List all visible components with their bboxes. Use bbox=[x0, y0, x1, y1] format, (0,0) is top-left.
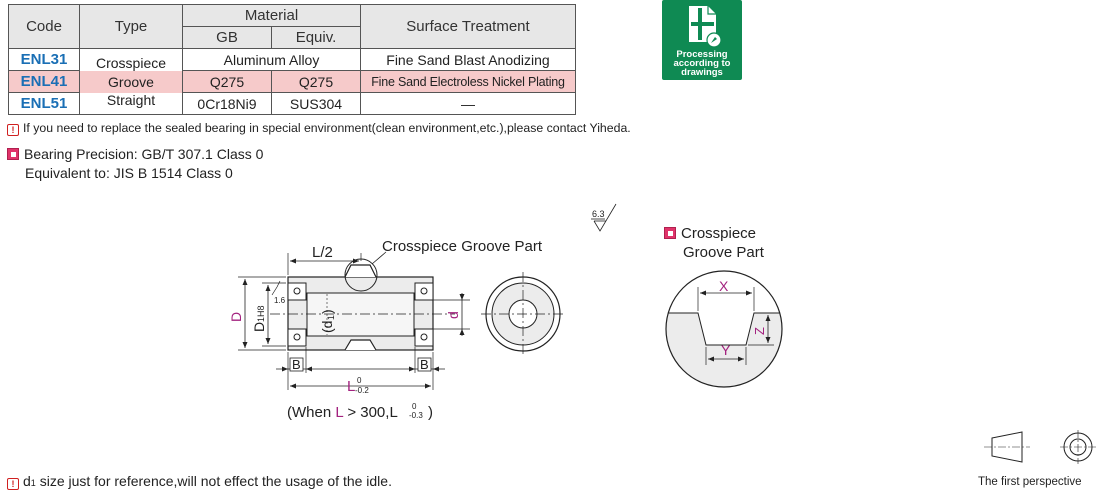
spec-table: Code Type Material Surface Treatment GB … bbox=[8, 4, 576, 115]
row-code: ENL51 bbox=[8, 92, 80, 115]
d1-note-prefix: d bbox=[23, 473, 31, 489]
roller-drawing: 6.3 Crosspiece Groove Part L/2 D bbox=[228, 203, 617, 421]
roller-end-view bbox=[481, 272, 565, 356]
precision-text: Bearing Precision: GB/T 307.1 Class 0 bbox=[24, 146, 264, 162]
when-note: (When L > 300,L bbox=[287, 404, 398, 421]
warning-icon: ! bbox=[7, 124, 19, 136]
d1-note: ! d1 size just for reference,will not eff… bbox=[7, 473, 392, 490]
when-tol-top: 0 bbox=[412, 402, 417, 411]
header-surface: Surface Treatment bbox=[360, 4, 576, 49]
roughness-small: 1.6 bbox=[274, 296, 286, 305]
b-right-label: B bbox=[420, 357, 429, 372]
type-line-2: Groove bbox=[79, 70, 183, 93]
row-code: ENL41 bbox=[8, 70, 80, 93]
type-line-1: Crosspiece bbox=[79, 48, 183, 71]
groove-detail-view: X Y Z bbox=[665, 270, 783, 388]
z-label: Z bbox=[752, 327, 767, 335]
precision-note: Bearing Precision: GB/T 307.1 Class 0 bbox=[7, 146, 263, 162]
x-label: X bbox=[719, 278, 729, 294]
projection-label: The first perspective bbox=[978, 476, 1082, 488]
l-half-label: L/2 bbox=[312, 244, 333, 261]
sealed-note-text: If you need to replace the sealed bearin… bbox=[23, 121, 631, 135]
l-tol-top: 0 bbox=[357, 376, 362, 385]
detail-title-2: Groove Part bbox=[683, 244, 764, 261]
equivalent-text: Equivalent to: JIS B 1514 Class 0 bbox=[25, 165, 233, 181]
header-equiv: Equiv. bbox=[271, 26, 361, 49]
header-type: Type bbox=[79, 4, 183, 49]
svg-text:6.3: 6.3 bbox=[592, 209, 605, 219]
bullet-square-icon bbox=[7, 148, 19, 160]
badge-line-1: Processing bbox=[676, 49, 728, 60]
d1-note-text: size just for reference,will not effect … bbox=[35, 473, 392, 489]
header-material: Material bbox=[182, 4, 361, 27]
row-equiv: Q275 bbox=[271, 70, 361, 93]
detail-title-1: Crosspiece bbox=[664, 225, 756, 242]
row-gb: 0Cr18Ni9 bbox=[182, 92, 272, 115]
drawing-doc-icon bbox=[689, 6, 722, 48]
l-main-label: L bbox=[347, 378, 355, 395]
b-left-label: B bbox=[292, 357, 301, 372]
header-gb: GB bbox=[182, 26, 272, 49]
d-outer-label: D bbox=[228, 312, 244, 322]
processing-badge: Processing according to drawings bbox=[662, 0, 742, 80]
bullet-square-icon bbox=[664, 227, 676, 239]
row-surface: Fine Sand Electroless Nickel Plating bbox=[360, 70, 576, 93]
first-angle-projection-icon bbox=[984, 430, 1096, 464]
when-tol-bot: -0.3 bbox=[409, 411, 423, 420]
row-code: ENL31 bbox=[8, 48, 80, 71]
l-tol-bot: -0.2 bbox=[355, 386, 369, 395]
d1h8-label: D bbox=[251, 322, 267, 332]
sealed-bearing-note: ! If you need to replace the sealed beari… bbox=[7, 121, 631, 136]
badge-line-3: drawings bbox=[681, 67, 723, 78]
row-surface: Fine Sand Blast Anodizing bbox=[360, 48, 576, 71]
d1-note-sub: 1 bbox=[30, 478, 36, 488]
d1-paren-sub: 1 bbox=[326, 315, 336, 320]
row-gb: Q275 bbox=[182, 70, 272, 93]
row-equiv: SUS304 bbox=[271, 92, 361, 115]
roughness-symbol-main: 6.3 bbox=[591, 203, 617, 232]
badge-line-2: according to bbox=[673, 58, 731, 69]
when-end: ) bbox=[428, 404, 433, 421]
row-surface: — bbox=[360, 92, 576, 115]
header-code: Code bbox=[8, 4, 80, 49]
d1h8-sub: 1H8 bbox=[256, 305, 266, 322]
d-inner-label: d bbox=[445, 311, 461, 319]
y-label: Y bbox=[721, 342, 731, 358]
row-material: Aluminum Alloy bbox=[182, 48, 361, 71]
roller-side-view bbox=[270, 264, 455, 351]
groove-part-label: Crosspiece Groove Part bbox=[382, 238, 543, 255]
warning-icon: ! bbox=[7, 478, 19, 490]
type-line-3: Straight bbox=[79, 92, 183, 115]
